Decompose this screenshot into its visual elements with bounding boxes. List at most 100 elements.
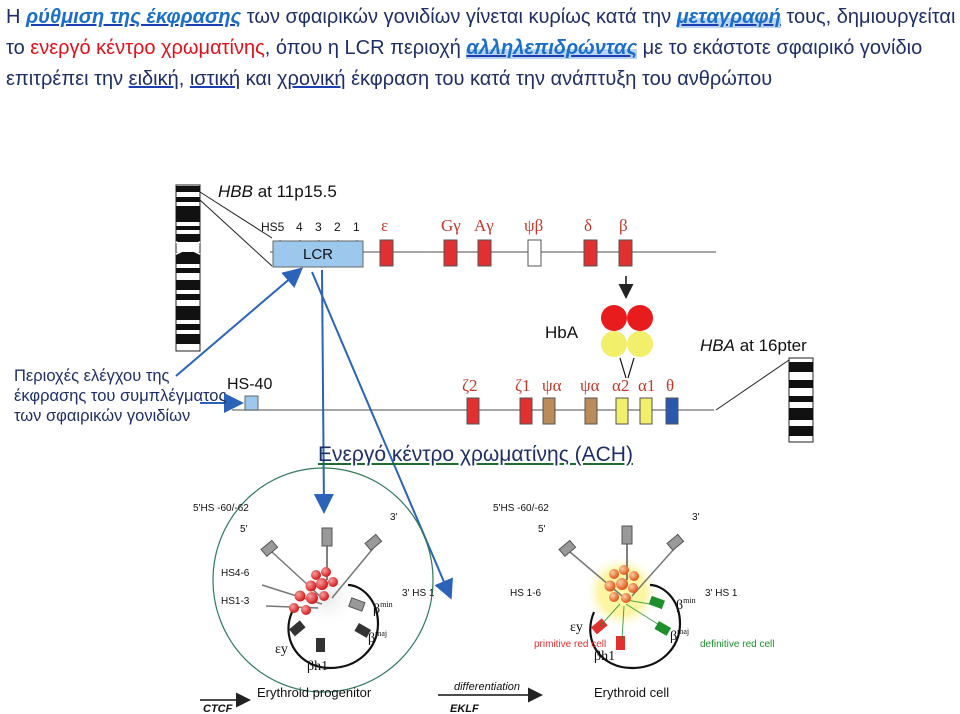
epsilon-y-label: εy: [275, 642, 288, 657]
hs40-box: [244, 395, 259, 411]
gene-label: Aγ: [474, 216, 494, 235]
hba-tetramer: [601, 305, 653, 357]
text: έκφραση του κατά την ανάπτυξη του ανθρώπ…: [345, 68, 773, 90]
gene-alpha1: [639, 397, 653, 425]
regulation-term: ρύθμιση της έκφρασης: [26, 6, 242, 28]
text: με το εκάστοτε σφαιρικό γονίδιο επιτρέπε…: [6, 37, 923, 90]
gene-zeta2: [466, 397, 480, 425]
beta-min-label: βmin: [676, 596, 696, 613]
gene-a-gamma: [477, 239, 492, 267]
gene-zeta1: [519, 397, 533, 425]
gene-alpha2: [615, 397, 629, 425]
gene-label: Gγ: [441, 216, 461, 235]
control-regions-note: Περιοχές ελέγχου της έκφρασης του συμπλέ…: [14, 367, 227, 425]
gene-label: θ: [666, 376, 674, 395]
five-prime-label: 5': [538, 524, 546, 535]
gene-label: ψα: [580, 376, 600, 395]
differentiation-label: differentiation: [454, 681, 520, 693]
hba-gene-labels: ζ2 ζ1 ψα ψα α2 α1 θ: [462, 376, 674, 395]
gene-label: α2: [612, 376, 629, 395]
gene-label: α1: [638, 376, 655, 395]
gene-label: δ: [584, 216, 592, 235]
temporal-term: χρονική: [276, 68, 346, 90]
hs-label: 1: [353, 220, 360, 234]
cell-labels: 5'HS -60/-62 5' 3' HS 1-6 3' HS 1: [493, 503, 738, 599]
gene-label: ε: [381, 216, 388, 235]
transcription-term: μεταγραφή: [676, 6, 781, 28]
hs13-label: HS1-3: [221, 596, 250, 607]
cell-caption: Erythroid cell: [594, 685, 669, 700]
five-prime-label: 5': [240, 524, 248, 535]
text: , όπου η LCR περιοχή: [264, 37, 467, 59]
gene-label: ψβ: [524, 216, 543, 235]
gene-theta: [665, 397, 679, 425]
text: Η: [6, 6, 26, 28]
epsilon-y-label: εy: [570, 620, 583, 635]
hba-title: HBA at 16pter: [700, 336, 807, 355]
text: ,: [178, 68, 190, 90]
three-hs1-label: 3' HS 1: [402, 588, 435, 599]
progenitor-labels: 5'HS -60/-62 5' 3' HS4-6 HS1-3 3' HS 1: [193, 503, 435, 607]
gene-beta: [618, 239, 633, 267]
gene-g-gamma: [443, 239, 458, 267]
chromosome-16-ideogram: [715, 357, 814, 443]
gene-epsilon: [379, 239, 394, 267]
alpha-arrow: [627, 357, 635, 379]
beta-maj-label: βmaj: [670, 627, 689, 644]
hba-label: HbA: [545, 323, 579, 342]
interacting-term: αλληλεπιδρώντας: [466, 37, 638, 59]
text: των σφαιρικών γονιδίων γίνεται κυρίως κα…: [241, 6, 677, 28]
beta-h1-label: βh1: [307, 659, 328, 674]
primitive-label: primitive red cell: [534, 639, 606, 650]
specific-term: ειδική: [128, 68, 179, 90]
chromosome-11-ideogram: [175, 184, 273, 352]
note-to-lcr-arrow: [175, 267, 304, 377]
hbb-hs-labels: HS5 4 3 2 1: [261, 220, 360, 234]
hs-label: HS5: [261, 220, 285, 234]
text: τους, δημιουργείται το: [6, 6, 956, 59]
hs-label: 4: [296, 220, 303, 234]
gene-psi-alpha-2: [584, 397, 598, 425]
ctcf-label: CTCF: [203, 703, 233, 714]
gene-delta: [583, 239, 598, 267]
beta-h1-label: βh1: [594, 649, 615, 664]
tissue-term: ιστική: [189, 68, 241, 90]
hbb-gene-labels: ε Gγ Aγ ψβ δ β: [381, 216, 628, 235]
hs-top-label: 5'HS -60/-62: [493, 503, 549, 514]
gene-psi-beta: [527, 239, 542, 267]
hs-label: 3: [315, 220, 322, 234]
hbb-genes: [379, 239, 633, 267]
three-hs1-label: 3' HS 1: [705, 588, 738, 599]
lcr-to-hub-arrow: [313, 269, 334, 514]
three-prime-label: 3': [692, 512, 700, 523]
progenitor-caption: Erythroid progenitor: [257, 685, 372, 700]
lcr-to-3hs1-arrow: [311, 271, 453, 600]
beta-min-label: βmin: [373, 600, 393, 617]
progenitor-highlight-ellipse: [212, 467, 434, 693]
gene-label: ψα: [542, 376, 562, 395]
hs46-label: HS4-6: [221, 568, 250, 579]
hs16-label: HS 1-6: [510, 588, 542, 599]
hbb-title: HBB at 11p15.5: [218, 182, 337, 201]
alpha-arrow: [619, 357, 627, 379]
hs-label: 2: [334, 220, 341, 234]
hs-top-label: 5'HS -60/-62: [193, 503, 249, 514]
definitive-label: definitive red cell: [700, 639, 774, 650]
hs40-label: HS-40: [227, 376, 272, 393]
ach-title: Ενεργό κέντρο χρωματίνης (ACH): [318, 443, 633, 466]
intro-paragraph: Η ρύθμιση της έκφρασης των σφαιρικών γον…: [6, 2, 956, 95]
gene-label: ζ2: [462, 376, 478, 395]
gene-label: β: [619, 216, 628, 235]
three-prime-label: 3': [390, 512, 398, 523]
lcr-label: LCR: [303, 246, 333, 263]
erythroid-cell-hub: [558, 525, 685, 670]
lcr-box: [272, 240, 364, 268]
beta-maj-label: βmaj: [368, 629, 387, 646]
gene-psi-alpha: [542, 397, 556, 425]
progenitor-hub: [260, 527, 383, 670]
text: και: [240, 68, 277, 90]
gene-label: ζ1: [515, 376, 531, 395]
ach-term: ενεργό κέντρο χρωματίνης: [30, 37, 265, 59]
eklf-label: EKLF: [450, 703, 479, 714]
